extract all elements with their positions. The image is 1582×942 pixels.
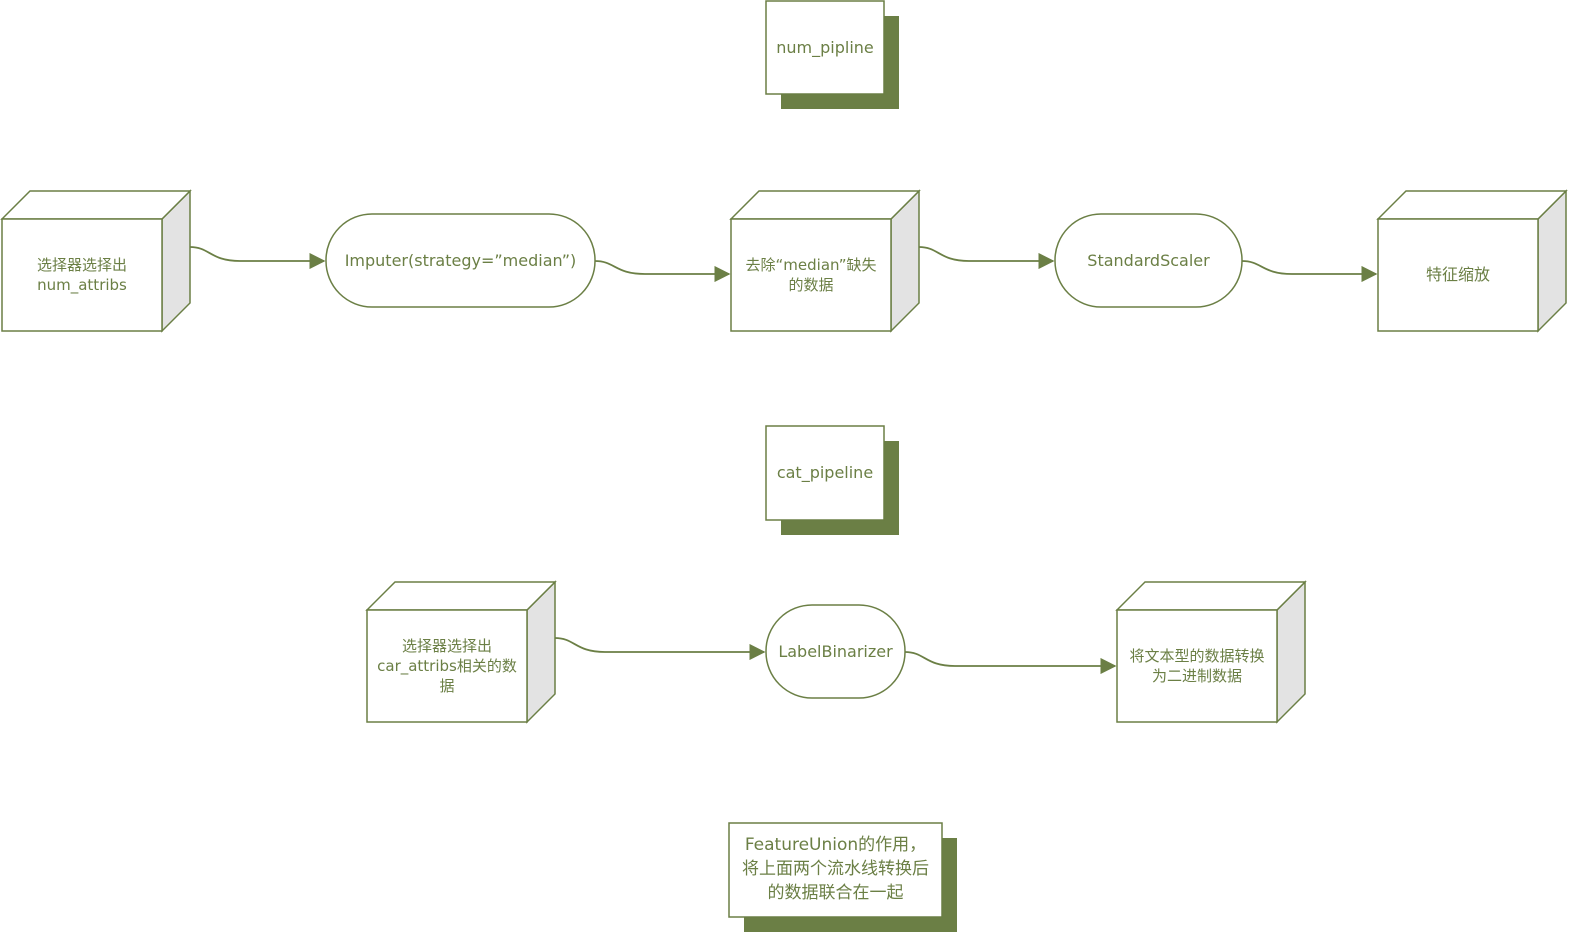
note-feature-union-label: FeatureUnion的作用，将上面两个流水线转换后的数据联合在一起 [742, 835, 929, 903]
connector-cat-selector-to-binarizer [554, 637, 766, 661]
note-feature-union [728, 822, 957, 932]
cube-cat-selector [365, 580, 557, 724]
convert-binary-label: 将文本型的数据转换为二进制数据 [1129, 646, 1265, 685]
note-cat-pipeline-label: cat_pipeline [776, 463, 874, 483]
cube-feature-scaling [1376, 189, 1568, 333]
connector-binarizer-to-convert [904, 651, 1117, 675]
connector-scaler-to-scaling [1241, 260, 1378, 283]
cube-num-selector [0, 189, 192, 333]
remove-missing-label: 去除“median”缺失的数据 [745, 255, 877, 294]
note-cat-pipeline [765, 425, 899, 535]
connector-imputer-to-remove [594, 260, 731, 283]
feature-scaling-label: 特征缩放 [1425, 265, 1490, 285]
cube-remove-missing [729, 189, 921, 333]
note-num-pipeline-label: num_pipline [776, 37, 874, 57]
connector-selector-to-imputer [189, 246, 326, 270]
cube-convert-binary [1115, 580, 1307, 724]
connector-remove-to-scaler [918, 246, 1055, 270]
imputer-label: Imputer(strategy=”median”) [344, 250, 577, 270]
standard-scaler-label: StandardScaler [1087, 250, 1210, 270]
note-num-pipeline [765, 0, 899, 109]
label-binarizer-label: LabelBinarizer [778, 641, 893, 661]
num-selector-label: 选择器选择出num_attribs [36, 255, 127, 294]
cat-selector-label: 选择器选择出car_attribs相关的数据 [377, 636, 517, 696]
